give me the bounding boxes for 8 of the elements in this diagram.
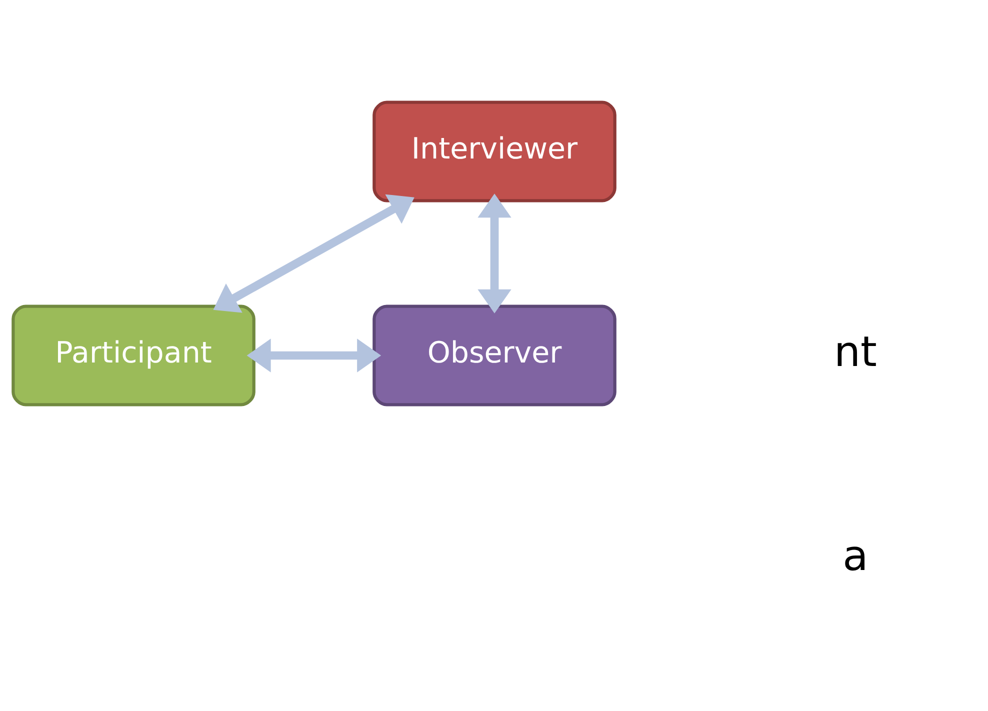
arrow [246, 338, 381, 372]
node-box: Participant [11, 304, 255, 406]
label: a [842, 531, 868, 580]
arrow [477, 194, 511, 314]
arrow [212, 194, 414, 313]
node-box: Interviewer [372, 100, 616, 202]
node-box: Observer [372, 304, 616, 406]
label: nt [834, 326, 876, 376]
